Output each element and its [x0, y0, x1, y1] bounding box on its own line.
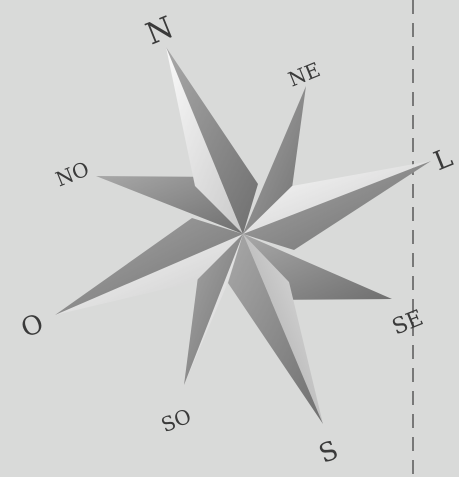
label-east: L — [430, 143, 457, 177]
label-west: O — [17, 308, 48, 344]
label-south: S — [315, 435, 343, 469]
label-northeast: NE — [285, 57, 324, 91]
cardinal-points — [55, 47, 431, 424]
label-southwest: SO — [158, 404, 195, 438]
label-northwest: NO — [52, 156, 92, 191]
label-southeast: SE — [389, 306, 427, 341]
label-north: N — [141, 10, 178, 52]
